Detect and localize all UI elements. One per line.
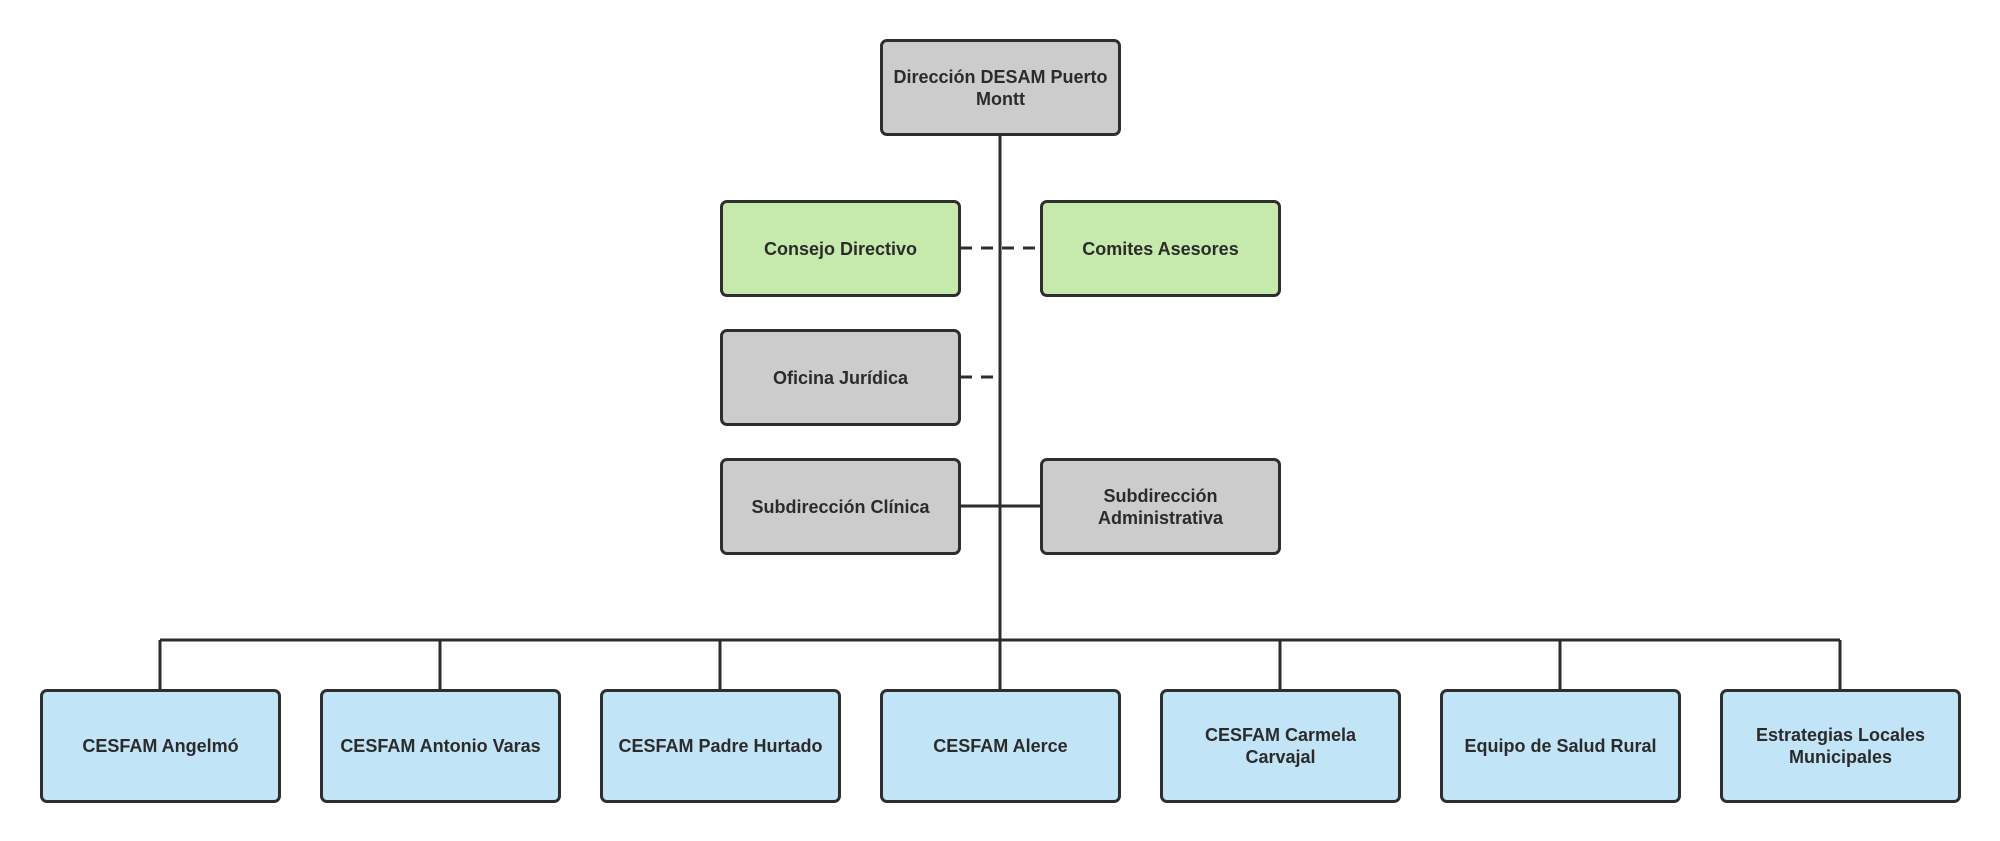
unit-label: Equipo de Salud Rural — [1464, 736, 1657, 756]
unit-label: Estrategias Locales Municipales — [1755, 725, 1926, 767]
node-consejo-directivo: Consejo Directivo — [720, 200, 961, 297]
unit-label: CESFAM Antonio Varas — [340, 736, 541, 756]
node-equipo-salud-rural: Equipo de Salud Rural — [1440, 689, 1681, 803]
node-oficina-juridica-label: Oficina Jurídica — [772, 367, 909, 388]
node-cesfam-alerce: CESFAM Alerce — [880, 689, 1121, 803]
unit-label: CESFAM Padre Hurtado — [618, 736, 823, 756]
node-direccion-desam: Dirección DESAM Puerto Montt — [880, 39, 1121, 136]
unit-label: CESFAM Angelmó — [82, 736, 239, 756]
node-comites-asesores: Comites Asesores — [1040, 200, 1281, 297]
node-subdireccion-clinica-label: Subdirección Clínica — [751, 496, 930, 517]
node-cesfam-angelmo: CESFAM Angelmó — [40, 689, 281, 803]
node-oficina-juridica: Oficina Jurídica — [720, 329, 961, 426]
node-comites-asesores-label: Comites Asesores — [1082, 238, 1239, 259]
unit-label: CESFAM Alerce — [933, 736, 1068, 756]
node-subdireccion-administrativa: Subdirección Administrativa — [1040, 458, 1281, 555]
unit-label: CESFAM Carmela Carvajal — [1204, 725, 1357, 767]
node-subdireccion-administrativa-label: Subdirección Administrativa — [1097, 485, 1224, 528]
node-direccion-desam-label: Dirección DESAM Puerto Montt — [893, 66, 1108, 109]
node-cesfam-carmela-carvajal: CESFAM Carmela Carvajal — [1160, 689, 1401, 803]
node-cesfam-padre-hurtado: CESFAM Padre Hurtado — [600, 689, 841, 803]
node-cesfam-antonio-varas: CESFAM Antonio Varas — [320, 689, 561, 803]
node-consejo-directivo-label: Consejo Directivo — [763, 238, 918, 259]
node-estrategias-locales: Estrategias Locales Municipales — [1720, 689, 1961, 803]
node-subdireccion-clinica: Subdirección Clínica — [720, 458, 961, 555]
